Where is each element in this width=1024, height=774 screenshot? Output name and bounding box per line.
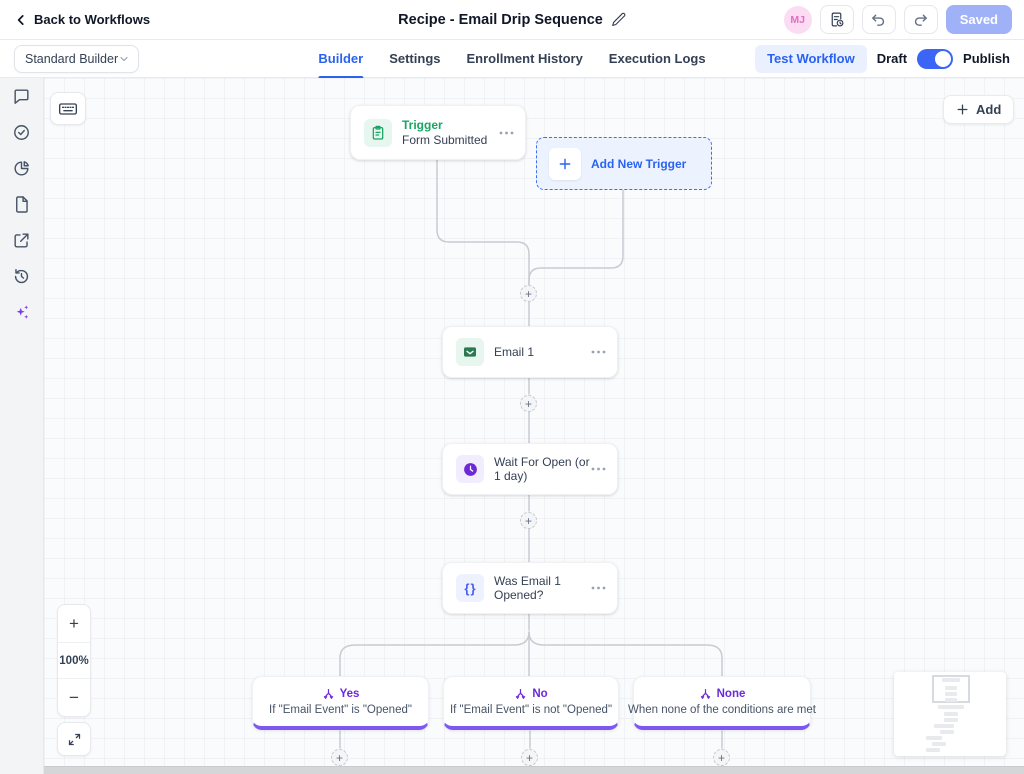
- branch-yes[interactable]: Yes If "Email Event" is "Opened": [252, 676, 429, 730]
- header-actions: MJ Saved: [783, 5, 1012, 34]
- history-clock-icon: [14, 269, 29, 284]
- branch-description: If "Email Event" is not "Opened": [449, 703, 613, 716]
- node-trigger[interactable]: Trigger Form Submitted: [350, 105, 526, 160]
- insert-step-button[interactable]: +: [331, 749, 348, 766]
- branch-description: When none of the conditions are met: [628, 703, 816, 716]
- back-to-workflows-button[interactable]: Back to Workflows: [14, 12, 150, 27]
- branch-no[interactable]: No If "Email Event" is not "Opened": [443, 676, 619, 730]
- plus-icon: [549, 147, 581, 180]
- version-history-button[interactable]: [819, 5, 854, 34]
- email-icon: [456, 338, 484, 366]
- fit-view-button[interactable]: [57, 722, 91, 756]
- tab-builder[interactable]: Builder: [318, 40, 363, 78]
- builder-mode-select[interactable]: Standard Builder: [14, 44, 140, 73]
- add-button-label: Add: [976, 102, 1002, 117]
- edit-pencil-icon[interactable]: [611, 12, 626, 27]
- undo-icon: [872, 14, 885, 26]
- add-new-trigger-label: Add New Trigger: [591, 156, 687, 171]
- zoom-in-button[interactable]: +: [58, 605, 90, 642]
- insert-step-button[interactable]: +: [520, 285, 537, 302]
- sidebar-item-checks[interactable]: [8, 122, 36, 143]
- header: Back to Workflows Recipe - Email Drip Se…: [0, 0, 1024, 40]
- avatar[interactable]: MJ: [783, 5, 812, 34]
- check-circle-icon: [14, 125, 29, 140]
- branch-none[interactable]: None When none of the conditions are met: [628, 676, 816, 730]
- left-rail: [0, 78, 44, 774]
- keyboard-icon: [59, 102, 77, 115]
- more-options-icon[interactable]: [499, 131, 514, 135]
- sidebar-item-external-link[interactable]: [8, 230, 36, 251]
- email-node-title: Email 1: [494, 345, 535, 359]
- toggle-knob: [935, 50, 952, 67]
- branch-split-icon: [516, 688, 526, 699]
- insert-step-button[interactable]: +: [520, 512, 537, 529]
- publish-label: Publish: [963, 51, 1010, 66]
- branch-split-icon: [323, 688, 333, 699]
- saved-button[interactable]: Saved: [945, 5, 1012, 34]
- back-label: Back to Workflows: [34, 12, 151, 27]
- wait-node-title: Wait For Open (or 1 day): [494, 455, 590, 483]
- ai-sparkles-icon: [16, 305, 29, 319]
- branch-description: If "Email Event" is "Opened": [269, 703, 412, 716]
- more-options-icon[interactable]: [591, 350, 606, 354]
- main-tabs: Builder Settings Enrollment History Exec…: [318, 40, 706, 78]
- more-options-icon[interactable]: [591, 467, 606, 471]
- branch-label: Yes: [339, 688, 360, 700]
- zoom-level: 100%: [58, 642, 90, 679]
- toolbar-actions: Test Workflow Draft Publish: [755, 44, 1010, 73]
- sidebar-item-documents[interactable]: [8, 194, 36, 215]
- node-email-1[interactable]: Email 1: [442, 326, 618, 378]
- tab-execution-logs[interactable]: Execution Logs: [608, 51, 706, 66]
- branch-label: None: [716, 688, 746, 700]
- keyboard-shortcuts-button[interactable]: [50, 92, 86, 125]
- sidebar-item-stats[interactable]: [8, 158, 36, 179]
- page-title: Recipe - Email Drip Sequence: [398, 11, 603, 28]
- node-wait[interactable]: Wait For Open (or 1 day): [442, 443, 618, 495]
- condition-node-title: Was Email 1 Opened?: [494, 574, 561, 602]
- trigger-category: Trigger: [402, 118, 443, 132]
- builder-mode-value: Standard Builder: [25, 51, 119, 66]
- chevron-left-icon: [17, 14, 24, 25]
- minimap[interactable]: [894, 672, 1006, 756]
- node-condition[interactable]: { } Was Email 1 Opened?: [442, 562, 618, 614]
- wait-clock-icon: [456, 455, 484, 483]
- sidebar-item-history[interactable]: [8, 266, 36, 287]
- trigger-title: Form Submitted: [402, 133, 488, 147]
- insert-step-button[interactable]: +: [520, 395, 537, 412]
- test-workflow-button[interactable]: Test Workflow: [755, 44, 867, 73]
- chat-bubble-icon: [14, 89, 29, 104]
- zoom-out-button[interactable]: −: [58, 679, 90, 716]
- add-action-button[interactable]: Add: [943, 95, 1015, 124]
- braces-icon: { }: [456, 574, 484, 602]
- tab-enrollment-history[interactable]: Enrollment History: [466, 51, 583, 66]
- branch-split-icon: [700, 688, 710, 699]
- tab-settings[interactable]: Settings: [389, 51, 441, 66]
- trigger-text: Trigger Form Submitted: [402, 118, 499, 147]
- pie-chart-icon: [14, 161, 29, 176]
- draft-label: Draft: [876, 51, 908, 66]
- undo-button[interactable]: [861, 5, 896, 34]
- insert-step-button[interactable]: +: [713, 749, 730, 766]
- insert-step-button[interactable]: +: [521, 749, 538, 766]
- file-icon: [16, 196, 28, 213]
- branch-label: No: [532, 688, 548, 700]
- toolbar: Standard Builder Builder Settings Enroll…: [0, 40, 1024, 78]
- sidebar-item-comments[interactable]: [8, 86, 36, 107]
- more-options-icon[interactable]: [591, 586, 606, 590]
- expand-arrows-icon: [68, 733, 80, 745]
- redo-button[interactable]: [903, 5, 938, 34]
- external-link-icon: [14, 233, 29, 248]
- publish-toggle[interactable]: [917, 48, 954, 69]
- sidebar-item-ai[interactable]: [8, 302, 36, 323]
- trigger-clipboard-icon: [364, 118, 392, 147]
- chevron-down-icon: [120, 56, 128, 61]
- add-new-trigger-button[interactable]: Add New Trigger: [536, 137, 712, 190]
- workflow-canvas[interactable]: [44, 78, 1024, 774]
- zoom-panel: + 100% −: [57, 604, 91, 717]
- horizontal-scrollbar[interactable]: [44, 766, 1024, 774]
- workflow-title-wrap: Recipe - Email Drip Sequence: [398, 12, 626, 28]
- document-history-icon: [831, 12, 844, 27]
- plus-icon: [957, 104, 968, 115]
- redo-icon: [915, 14, 928, 26]
